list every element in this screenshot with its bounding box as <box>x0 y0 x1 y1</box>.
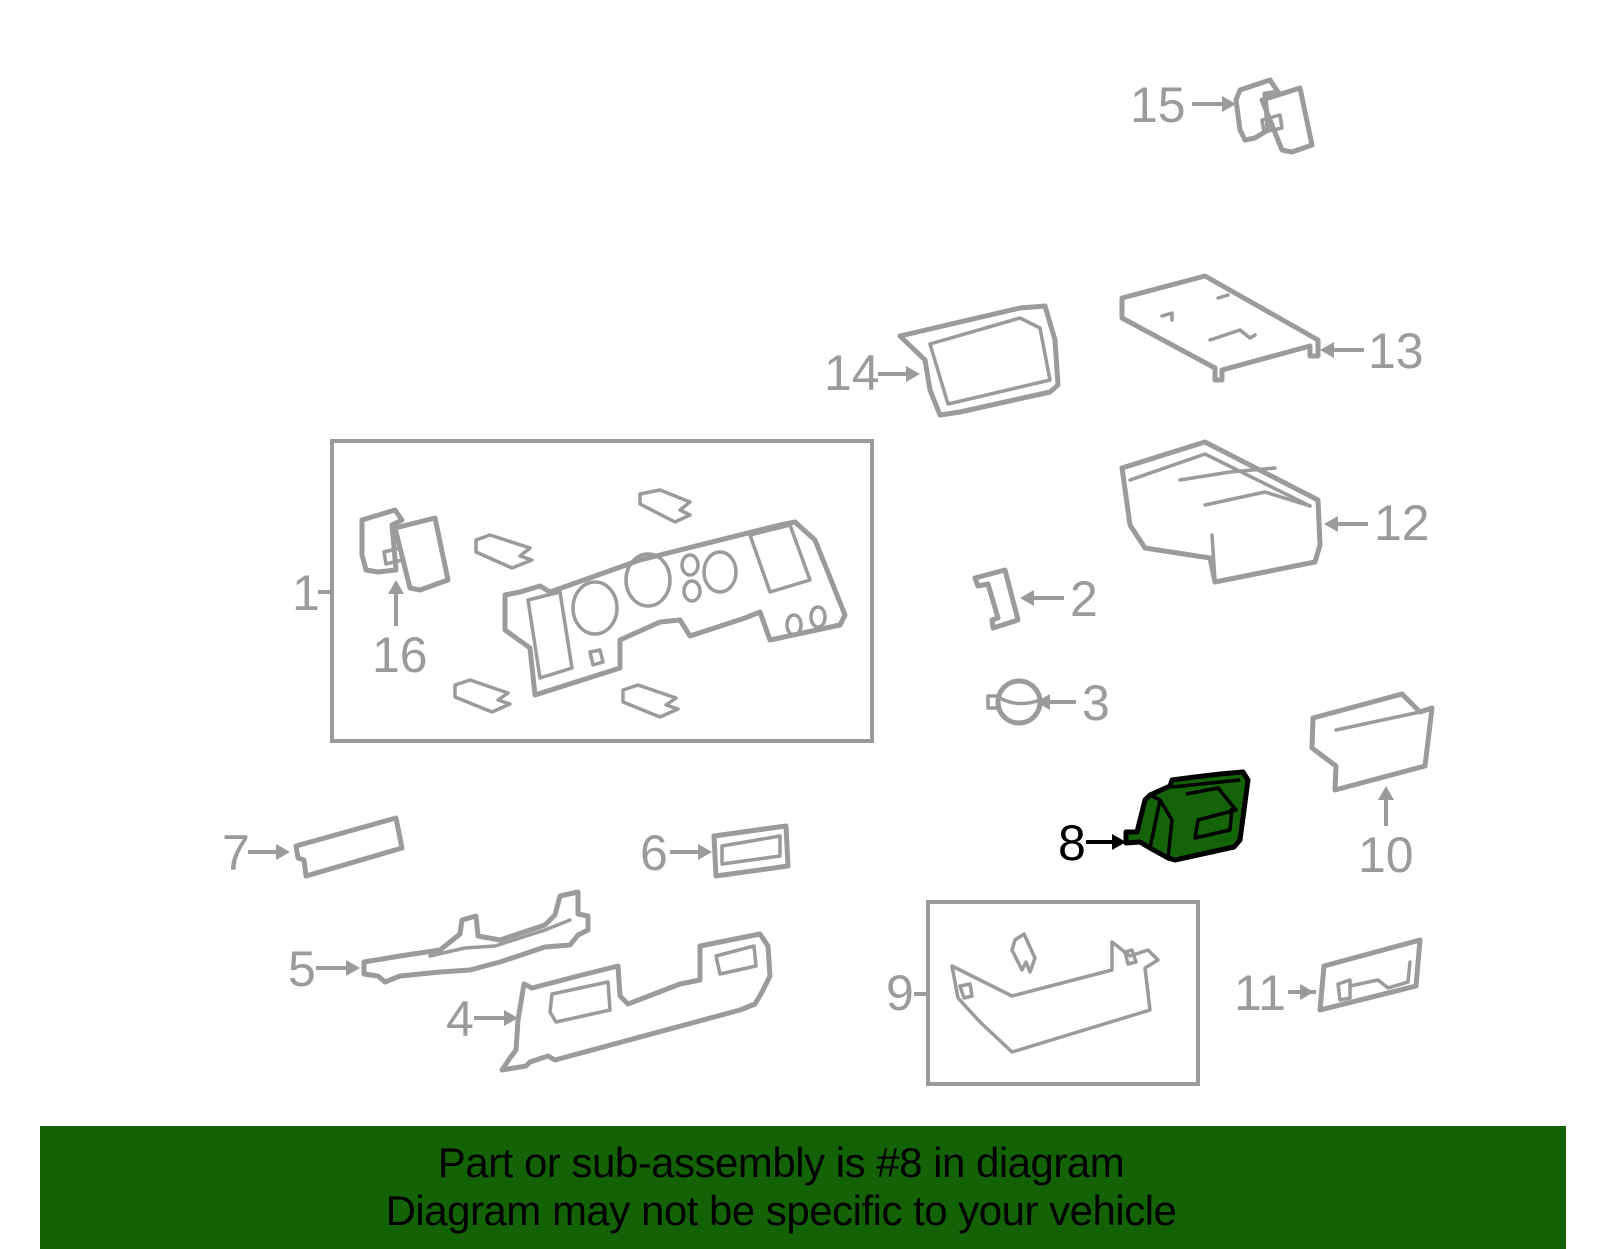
part-14-display-bezel[interactable] <box>897 303 1061 418</box>
callout-14: 14 <box>824 345 880 401</box>
part-2-bracket[interactable] <box>972 567 1021 631</box>
callout-15: 15 <box>1130 77 1186 133</box>
part-1-clips <box>453 488 692 719</box>
part-3-clip[interactable] <box>986 678 1043 726</box>
part-6-bezel[interactable] <box>711 823 791 879</box>
info-banner: Part or sub-assembly is #8 in diagram Di… <box>40 1126 1566 1249</box>
callout-8: 8 <box>1058 815 1086 871</box>
part-10-glove-box-door[interactable] <box>1309 691 1435 793</box>
banner-line-part-info: Part or sub-assembly is #8 in diagram <box>437 1139 1125 1186</box>
callout-3: 3 <box>1082 675 1110 731</box>
part-9-glove-box[interactable] <box>950 932 1160 1054</box>
part-1-instrument-panel[interactable] <box>502 519 848 698</box>
callout-16: 16 <box>372 627 428 683</box>
part-12-cup-holder[interactable] <box>1119 439 1323 585</box>
part-11-latch-plate[interactable] <box>1317 937 1423 1013</box>
callout-9: 9 <box>886 965 914 1021</box>
part-16-switch[interactable] <box>359 507 451 593</box>
part-9-group-box <box>926 900 1200 1086</box>
callout-10: 10 <box>1358 827 1414 883</box>
part-5-reinforcement[interactable] <box>361 889 591 985</box>
callout-12: 12 <box>1374 495 1430 551</box>
part-15-switch[interactable] <box>1233 77 1315 155</box>
part-8-highlighted[interactable] <box>1123 769 1251 863</box>
part-7-trim-strip[interactable] <box>293 815 405 879</box>
callout-7: 7 <box>222 825 250 881</box>
part-4-lower-panel[interactable] <box>499 931 773 1073</box>
callout-2: 2 <box>1070 571 1098 627</box>
banner-line-disclaimer: Diagram may not be specific to your vehi… <box>385 1187 1177 1234</box>
part-13-tray[interactable] <box>1119 273 1321 383</box>
callout-6: 6 <box>640 825 668 881</box>
callout-13: 13 <box>1368 323 1424 379</box>
callout-1: 1 <box>292 565 320 621</box>
callout-5: 5 <box>288 941 316 997</box>
callout-11: 11 <box>1234 965 1286 1021</box>
callout-4: 4 <box>446 991 474 1047</box>
